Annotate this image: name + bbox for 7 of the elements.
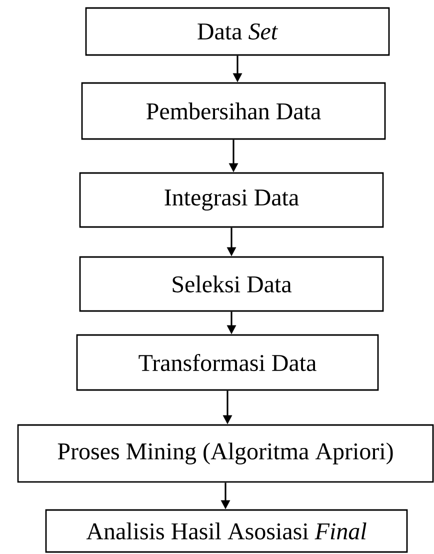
process-box: Pembersihan Data (81, 82, 386, 140)
process-box: Analisis Hasil Asosiasi Final (45, 509, 408, 553)
process-box: Integrasi Data (79, 172, 384, 228)
process-box: Transformasi Data (76, 334, 379, 391)
process-box: Data Set (85, 7, 390, 56)
process-box: Seleksi Data (79, 256, 384, 312)
process-box: Proses Mining (Algoritma Apriori) (17, 424, 434, 483)
